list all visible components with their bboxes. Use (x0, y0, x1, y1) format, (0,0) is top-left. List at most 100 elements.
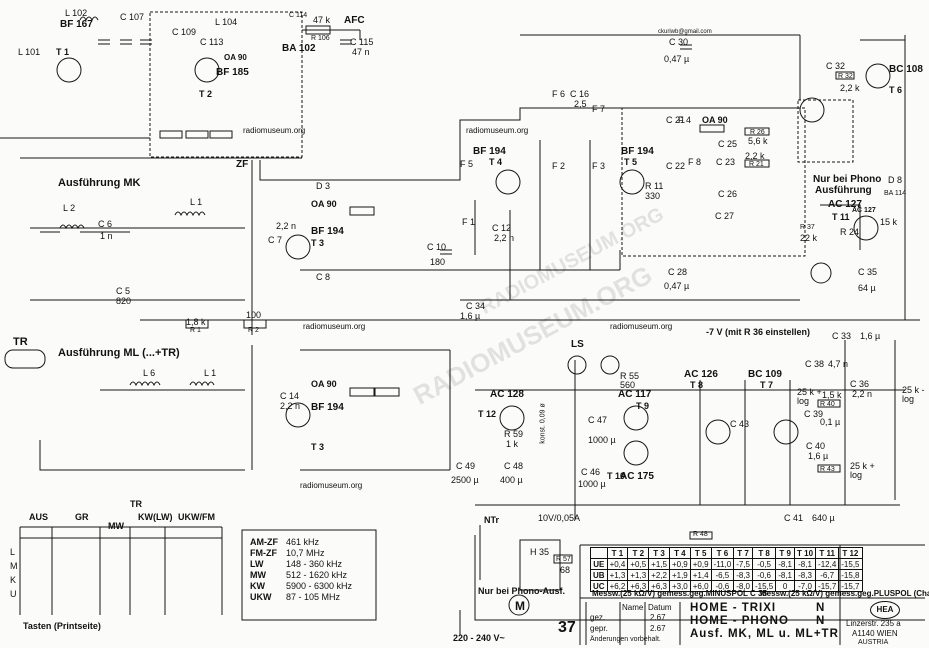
ba102-type: BA 102 (282, 43, 316, 54)
label-c21: C 21 (666, 115, 686, 125)
frequency-value: 461 kHz (286, 536, 320, 547)
label-l101: L 101 (18, 47, 41, 57)
label-oa90d: OA 90 (702, 115, 728, 125)
switch-tr-header: TR (130, 499, 142, 509)
model-suffix-2: N (816, 615, 826, 627)
label-r11v: 330 (645, 191, 661, 201)
voltage-col-header: T 2 (627, 547, 650, 559)
label-r106v: 47 k (313, 15, 331, 25)
switch-row-u: U (10, 589, 17, 599)
frequency-row: FM-ZF 10,7 MHz (246, 547, 356, 558)
label-c34: C 34 (466, 301, 486, 311)
label-c48: C 48 (504, 461, 524, 471)
frequency-value: 10,7 MHz (286, 547, 325, 558)
loudspeaker-label: LS (571, 339, 584, 350)
company-logo-text: HEA (876, 605, 894, 614)
voltage-cell: +1,9 (668, 569, 691, 581)
label-c47v: 1000 µ (588, 435, 616, 445)
voltage-cell: +2,2 (648, 569, 670, 581)
label-r2: R 2 (248, 327, 259, 334)
voltage-col-header: T 10 (794, 547, 817, 559)
label-r33v: 2,2 k (840, 83, 860, 93)
voltage-cell: UB (590, 569, 608, 581)
label-r21: R 21 (749, 161, 764, 168)
label-pot-25a: 25 k + log (797, 387, 822, 406)
label-r37v: 22 k (800, 233, 818, 243)
frequency-band: FM-ZF (250, 547, 277, 558)
label-oa90c: OA 90 (311, 379, 337, 389)
label-f2: F 2 (552, 161, 566, 171)
label-h35: H 35 (530, 547, 550, 557)
voltage-cell: -12,4 (815, 558, 840, 570)
voltage-cell: -15,8 (838, 569, 863, 581)
label-l1: L 1 (190, 197, 203, 207)
label-c114: C 114 (289, 12, 308, 19)
label-c35v: 64 µ (858, 283, 876, 293)
label-pot-25c: 25 k + log (850, 461, 875, 480)
label-c30: C 30 (669, 37, 689, 47)
voltage-cell: -15,7 (838, 580, 863, 592)
t8-type: AC 126 (684, 369, 718, 380)
switch-header-kw: KW(LW) (138, 512, 173, 522)
mains-transformer: NTr (484, 515, 500, 525)
label-c38v: 4,7 n (828, 359, 849, 369)
label-c5: C 5 (116, 286, 131, 296)
voltage-cell: UC (590, 580, 608, 592)
t4-type: BF 194 (473, 146, 506, 157)
label-c5v: 820 (116, 296, 132, 306)
afc-label: AFC (344, 15, 365, 26)
voltage-col-header: T 3 (648, 547, 670, 559)
voltage-cell: -15,5 (751, 580, 777, 592)
label-c28: C 28 (668, 267, 688, 277)
voltage-col-header: T 9 (775, 547, 796, 559)
label-f3: F 3 (592, 161, 606, 171)
label-c32: C 32 (826, 61, 846, 71)
label-c48v: 400 µ (500, 475, 523, 485)
voltage-cell: -8,1 (794, 558, 817, 570)
tb-datum-label: Datum (648, 603, 672, 612)
label-c40: C 40 (806, 441, 826, 451)
label-t6: T 6 (889, 85, 903, 95)
voltage-cell: -11,0 (710, 558, 735, 570)
label-r26: R 26 (750, 129, 765, 136)
label-c35: C 35 (858, 267, 878, 277)
label-oa90a: OA 90 (224, 53, 247, 62)
voltage-cell: +1,5 (648, 558, 670, 570)
frequency-band: KW (250, 580, 265, 591)
address-line-2: A1140 WIEN (852, 629, 898, 638)
model-line-3: Ausf. MK, ML u. ML+TR (690, 628, 839, 640)
label-t9: T 9 (636, 401, 650, 411)
label-ba114: BA 114 (884, 190, 907, 197)
voltage-col-header: T 7 (733, 547, 753, 559)
label-c16v: 2,5 (574, 99, 587, 109)
label-f6: F 6 (552, 89, 566, 99)
t12-type: AC 128 (490, 389, 524, 400)
frequency-band: UKW (250, 591, 272, 602)
label-f4: F 4 (678, 115, 692, 125)
label-c16: C 16 (570, 89, 590, 99)
phono-ausf-note: Nur bei Phono-Ausf. (478, 586, 565, 596)
t10-type: AC 175 (620, 471, 654, 482)
switch-header-mw: MW (108, 521, 124, 531)
label-c115v: 47 n (352, 47, 370, 57)
model-line-1: HOME - TRIXI (690, 602, 777, 614)
label-c49v: 2500 µ (451, 475, 479, 485)
tb-gez-date: 2.67 (650, 613, 666, 622)
voltage-cell: -8,1 (775, 558, 796, 570)
voltage-cell: -6,7 (815, 569, 840, 581)
label-r11: R 11 (645, 181, 664, 191)
label-l6: L 6 (143, 368, 156, 378)
label-r21v: 2,2 k (745, 151, 765, 161)
label-c10: C 10 (427, 242, 447, 252)
label-t8: T 8 (690, 380, 704, 390)
voltage-cell: +6,3 (627, 580, 650, 592)
frequency-band: MW (250, 569, 266, 580)
page-number: 37 (558, 619, 576, 636)
mains-voltage: 220 - 240 V~ (453, 633, 505, 643)
